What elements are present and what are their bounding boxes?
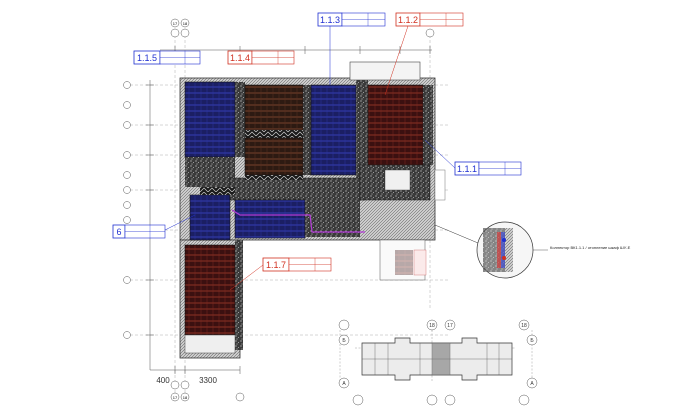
zone-tag-1-1-2: 1.1.2 xyxy=(384,12,464,96)
room-1-1-4 xyxy=(244,84,304,131)
zone-tag-6: 6 xyxy=(112,214,196,239)
detail-callout: Коллектор ВК1.1.1 / отопление шкаф ШУ-Е xyxy=(434,221,631,279)
zone-tag-1-1-7: 1.1.7 xyxy=(229,257,332,291)
key-plan-axis-a-left: А xyxy=(342,381,346,387)
key-plan-axis-18: 18 xyxy=(429,323,435,329)
bottom-axis-label-18: 18 xyxy=(183,395,188,400)
zone-tag-1-1-5: 1.1.5 xyxy=(133,50,201,65)
top-axis-bubbles: 17 18 xyxy=(170,18,435,38)
dim-3300: 3300 xyxy=(199,376,217,385)
svg-text:1.1.4: 1.1.4 xyxy=(230,53,250,63)
top-axis-label-18: 18 xyxy=(183,21,188,26)
svg-text:1.1.2: 1.1.2 xyxy=(398,15,418,25)
zone-tags: 1.1.5 1.1.4 1.1.3 1.1.2 xyxy=(112,12,522,291)
zone-tag-1-1-4: 1.1.4 xyxy=(227,50,295,65)
svg-text:1.1.1: 1.1.1 xyxy=(457,164,477,174)
svg-text:1.1.7: 1.1.7 xyxy=(266,260,286,270)
svg-text:6: 6 xyxy=(116,227,121,237)
room-1-1-3 xyxy=(310,84,357,176)
rooms xyxy=(184,80,446,354)
dim-400: 400 xyxy=(156,376,170,385)
left-axis-bubbles xyxy=(123,81,131,339)
bottom-axis-label-17: 17 xyxy=(173,395,178,400)
key-plan: 18 17 18 А А Б Б xyxy=(338,319,538,406)
key-plan-axis-b-left: Б xyxy=(342,338,346,344)
room-1-1-5 xyxy=(184,81,236,158)
bottom-axis-bubbles: 17 18 xyxy=(170,380,245,402)
key-plan-axis-18b: 18 xyxy=(521,323,527,329)
key-plan-axis-a-right: А xyxy=(530,381,534,387)
key-plan-axis-b-right: Б xyxy=(530,338,534,344)
top-axis-label-17: 17 xyxy=(173,21,178,26)
room-1-1-4-lower xyxy=(244,137,304,176)
room-1-1-2 xyxy=(367,84,424,166)
key-plan-axis-17: 17 xyxy=(447,323,453,329)
top-dimension-line xyxy=(160,46,432,54)
zone-tag-1-1-3: 1.1.3 xyxy=(317,12,386,85)
bottom-dimensions: 400 3300 xyxy=(150,366,241,385)
room-6 xyxy=(189,194,231,241)
zone-tag-1-1-1: 1.1.1 xyxy=(424,139,522,176)
callout-note: Коллектор ВК1.1.1 / отопление шкаф ШУ-Е xyxy=(550,245,631,250)
svg-text:1.1.3: 1.1.3 xyxy=(320,15,340,25)
svg-text:1.1.5: 1.1.5 xyxy=(137,53,157,63)
room-1-1-7 xyxy=(184,244,236,336)
